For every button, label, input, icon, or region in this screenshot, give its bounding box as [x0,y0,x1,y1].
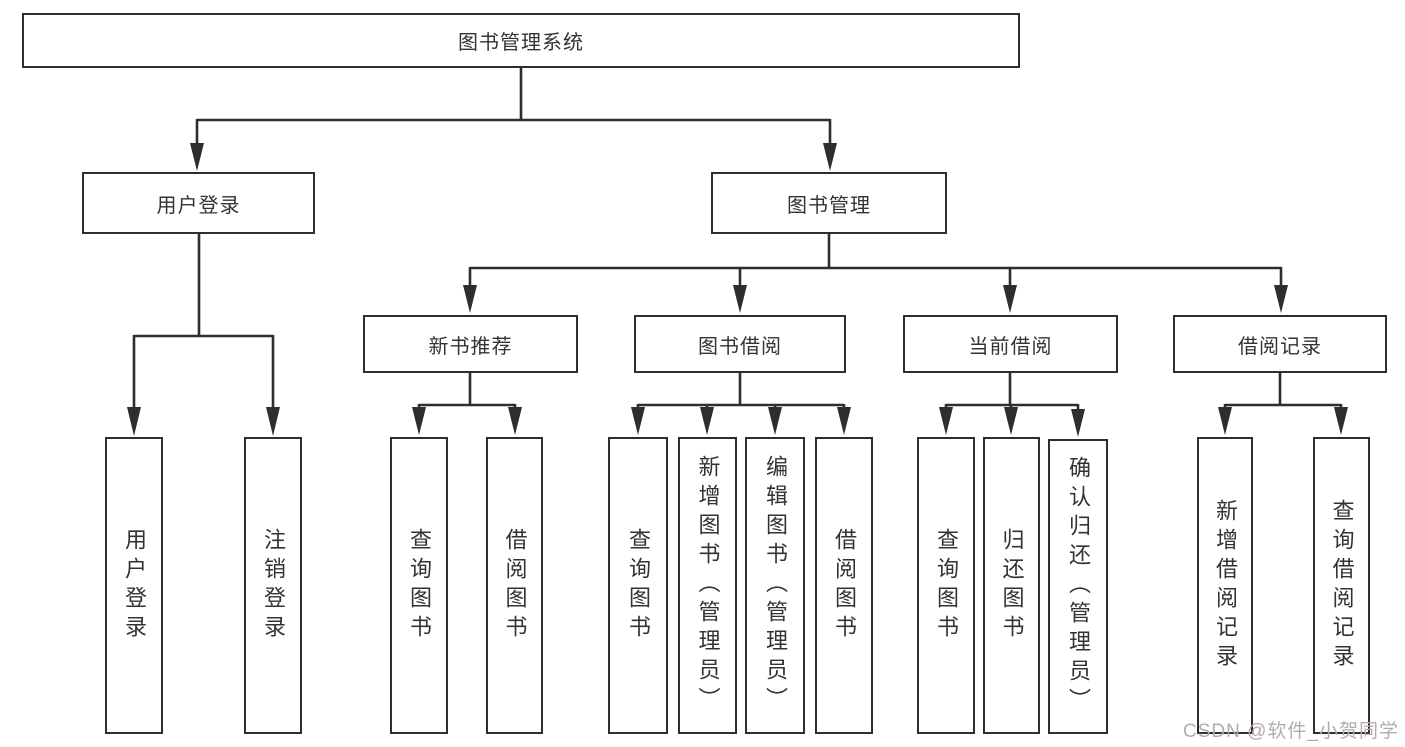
leaf-query-borrow-record: 查询借阅记录 [1313,437,1370,734]
node-label: 借阅记录 [1238,335,1322,358]
leaf-logout-login: 注销登录 [244,437,302,734]
node-label: 新增借阅记录 [1213,498,1238,673]
leaf-edit-books-admin: 编辑图书（管理员） [745,437,805,734]
leaf-query-books-current: 查询图书 [917,437,975,734]
node-book-borrow: 图书借阅 [634,315,846,373]
leaf-return-books: 归还图书 [983,437,1040,734]
leaf-borrow-books: 借阅图书 [815,437,873,734]
leaf-query-books-recommend: 查询图书 [390,437,448,734]
node-library-management-system: 图书管理系统 [22,13,1020,68]
node-label: 图书管理 [787,194,871,217]
node-label: 编辑图书（管理员） [763,455,788,716]
leaf-user-login: 用户登录 [105,437,163,734]
node-label: 图书管理系统 [458,32,584,54]
node-label: 查询图书 [407,527,432,644]
node-borrow-records: 借阅记录 [1173,315,1387,373]
node-book-management-group: 图书管理 [711,172,947,234]
node-label: 用户登录 [156,194,241,217]
node-label: 新增图书（管理员） [695,455,721,716]
node-label: 图书借阅 [698,335,782,358]
leaf-add-books-admin: 新增图书（管理员） [678,437,737,734]
leaf-confirm-return-admin: 确认归还（管理员） [1048,439,1108,734]
node-new-book-recommend: 新书推荐 [363,315,578,373]
node-label: 查询借阅记录 [1329,498,1355,673]
node-label: 用户登录 [122,527,147,644]
node-label: 借阅图书 [502,527,528,644]
node-label: 注销登录 [261,527,286,644]
leaf-query-books-borrow: 查询图书 [608,437,668,734]
node-label: 归还图书 [999,527,1025,644]
leaf-add-borrow-record: 新增借阅记录 [1197,437,1253,734]
leaf-borrow-books-recommend: 借阅图书 [486,437,543,734]
node-current-borrow: 当前借阅 [903,315,1118,373]
node-label: 查询图书 [934,527,959,644]
node-label: 新书推荐 [428,335,513,358]
node-label: 借阅图书 [832,527,857,644]
node-label: 当前借阅 [968,335,1053,358]
node-label: 查询图书 [626,527,651,644]
csdn-watermark: CSDN @软件_小贺同学 [1183,721,1399,742]
node-user-login-group: 用户登录 [82,172,315,234]
node-label: 确认归还（管理员） [1066,456,1091,717]
